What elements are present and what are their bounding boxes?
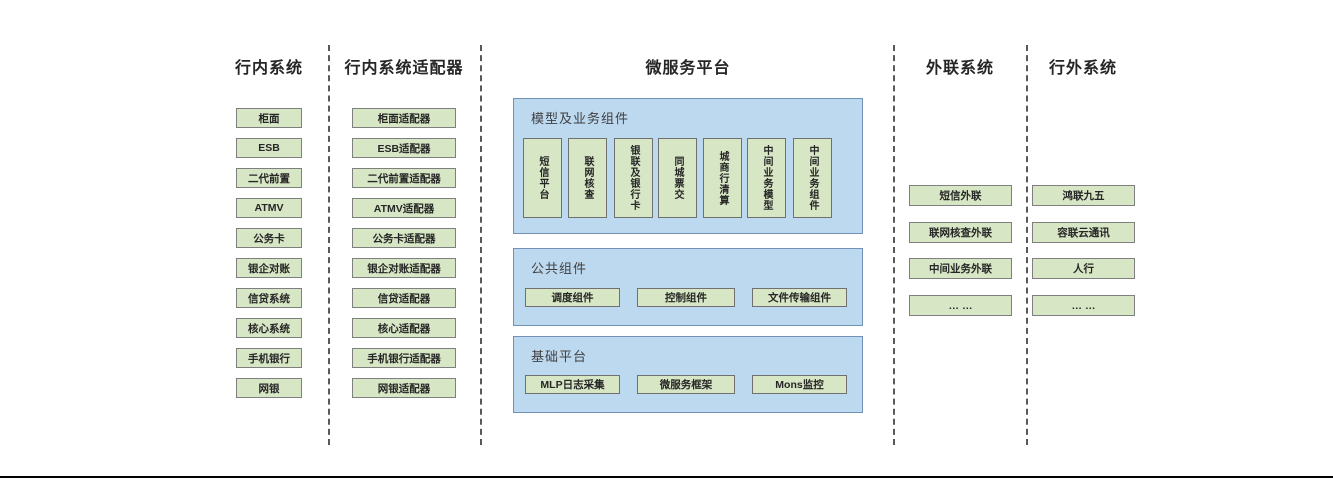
node-box: 网银: [236, 378, 302, 398]
node-box: 信贷适配器: [352, 288, 456, 308]
column-divider: [480, 45, 482, 445]
node-box: 柜面适配器: [352, 108, 456, 128]
node-box: 调度组件: [525, 288, 620, 307]
column-divider: [893, 45, 895, 445]
node-box: 短信平台: [523, 138, 562, 218]
panel-base-platform: 基础平台: [513, 336, 863, 413]
node-box: 中间业务组件: [793, 138, 832, 218]
column-divider: [328, 45, 330, 445]
node-box: 核心系统: [236, 318, 302, 338]
node-box: 二代前置适配器: [352, 168, 456, 188]
column-title-internal-systems: 行内系统: [234, 60, 304, 77]
node-box: 文件传输组件: [752, 288, 847, 307]
node-box: 核心适配器: [352, 318, 456, 338]
node-box: ESB适配器: [352, 138, 456, 158]
node-box: 银企对账适配器: [352, 258, 456, 278]
node-box: ATMV适配器: [352, 198, 456, 218]
node-box: 银联及银行卡: [614, 138, 653, 218]
node-box: 中间业务外联: [909, 258, 1012, 279]
node-box: 联网核查外联: [909, 222, 1012, 243]
node-box: 人行: [1032, 258, 1135, 279]
node-box: … …: [909, 295, 1012, 316]
panel-common-components: 公共组件: [513, 248, 863, 326]
node-box: 短信外联: [909, 185, 1012, 206]
node-box: 二代前置: [236, 168, 302, 188]
node-box: 公务卡适配器: [352, 228, 456, 248]
column-divider: [1026, 45, 1028, 445]
bottom-border-line: [0, 476, 1333, 478]
node-box: 联网核查: [568, 138, 607, 218]
node-box: 同城票交: [658, 138, 697, 218]
node-box: 鸿联九五: [1032, 185, 1135, 206]
node-box: 中间业务模型: [747, 138, 786, 218]
node-box: 手机银行适配器: [352, 348, 456, 368]
node-box: … …: [1032, 295, 1135, 316]
node-box: 银企对账: [236, 258, 302, 278]
node-box: ESB: [236, 138, 302, 158]
column-title-external-link-systems: 外联系统: [925, 60, 995, 77]
column-title-internal-adapters: 行内系统适配器: [344, 60, 464, 77]
node-box: 柜面: [236, 108, 302, 128]
node-box: 城商行清算: [703, 138, 742, 218]
column-title-outside-systems: 行外系统: [1048, 60, 1118, 77]
panel-label: 模型及业务组件: [531, 111, 630, 126]
node-box: 容联云通讯: [1032, 222, 1135, 243]
panel-label: 公共组件: [531, 261, 588, 276]
node-box: 公务卡: [236, 228, 302, 248]
node-box: 网银适配器: [352, 378, 456, 398]
node-box: 控制组件: [637, 288, 735, 307]
node-box: MLP日志采集: [525, 375, 620, 394]
node-box: 信贷系统: [236, 288, 302, 308]
node-box: Mons监控: [752, 375, 847, 394]
node-box: ATMV: [236, 198, 302, 218]
node-box: 手机银行: [236, 348, 302, 368]
panel-label: 基础平台: [531, 349, 588, 364]
column-title-microservice-platform: 微服务平台: [645, 60, 731, 77]
node-box: 微服务框架: [637, 375, 735, 394]
